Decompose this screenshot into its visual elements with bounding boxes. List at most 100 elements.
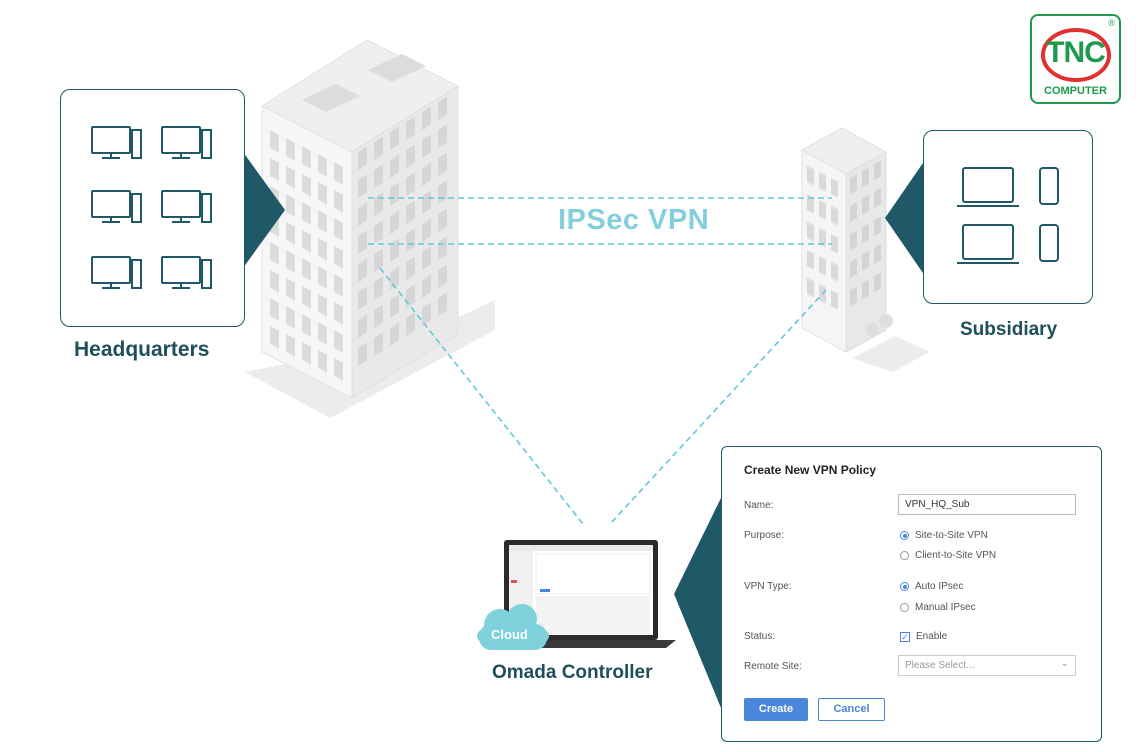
type-label: VPN Type:	[744, 581, 792, 592]
vpn-policy-form: Create New VPN Policy Name: VPN_HQ_Sub P…	[721, 446, 1102, 742]
window	[390, 154, 399, 178]
window	[819, 256, 826, 276]
window	[406, 312, 415, 336]
window	[334, 330, 343, 353]
status-label: Status:	[744, 631, 776, 642]
purpose-option-label: Site-to-Site VPN	[915, 530, 988, 541]
window	[390, 126, 399, 150]
status-checkbox[interactable]: ✓ Enable	[900, 631, 947, 642]
window	[390, 322, 399, 346]
window	[874, 160, 881, 180]
window	[334, 246, 343, 269]
window	[406, 284, 415, 308]
type-option-manual[interactable]: Manual IPsec	[900, 602, 976, 613]
window	[422, 302, 431, 326]
window	[862, 251, 869, 271]
window	[374, 276, 383, 300]
checkbox-checked-icon[interactable]: ✓	[900, 631, 910, 642]
cancel-button[interactable]: Cancel	[818, 698, 885, 721]
sub-callout-pointer	[885, 160, 925, 276]
window	[850, 286, 857, 306]
window	[374, 332, 383, 356]
logo-oval-icon	[1041, 28, 1111, 82]
window	[318, 154, 327, 177]
purpose-option-label: Client-to-Site VPN	[915, 550, 997, 561]
window	[438, 208, 447, 232]
subsidiary-building	[800, 127, 930, 372]
purpose-option-site[interactable]: Site-to-Site VPN	[900, 530, 988, 541]
window	[302, 342, 311, 365]
window	[358, 314, 367, 338]
window	[438, 124, 447, 148]
window	[334, 162, 343, 185]
window	[358, 286, 367, 310]
remote-site-select[interactable]: Please Select... ⌄	[898, 655, 1076, 676]
window	[406, 200, 415, 224]
window	[358, 342, 367, 366]
type-option-auto[interactable]: Auto IPsec	[900, 581, 963, 592]
radio-icon[interactable]	[900, 603, 909, 612]
window	[334, 190, 343, 213]
window	[422, 190, 431, 214]
window	[390, 182, 399, 206]
window	[286, 278, 295, 301]
window	[831, 206, 838, 226]
window	[850, 202, 857, 222]
window	[302, 314, 311, 337]
cloud-label: Cloud	[491, 627, 528, 642]
desktop-computer-icon	[91, 190, 142, 223]
status-value: Enable	[916, 631, 948, 642]
window	[807, 166, 814, 186]
window	[862, 167, 869, 187]
window	[374, 304, 383, 328]
radio-selected-icon[interactable]	[900, 582, 909, 591]
purpose-option-client[interactable]: Client-to-Site VPN	[900, 550, 996, 561]
radio-icon[interactable]	[900, 551, 909, 560]
sub-devices-callout	[923, 130, 1093, 304]
window	[318, 322, 327, 345]
window	[318, 350, 327, 373]
form-callout-pointer	[674, 498, 721, 708]
window	[318, 210, 327, 233]
window	[819, 172, 826, 192]
phone-device-icon	[1039, 167, 1059, 205]
window	[374, 220, 383, 244]
phone-device-icon	[1039, 224, 1059, 262]
window	[831, 290, 838, 310]
window	[406, 144, 415, 168]
window	[270, 158, 279, 181]
window	[850, 230, 857, 250]
window	[862, 195, 869, 215]
window	[358, 146, 367, 170]
radio-selected-icon[interactable]	[900, 531, 909, 540]
window	[334, 358, 343, 381]
remote-site-label: Remote Site:	[744, 661, 802, 672]
window	[406, 256, 415, 280]
window	[286, 250, 295, 273]
window	[374, 136, 383, 160]
laptop-device-icon	[957, 167, 1019, 207]
window	[807, 250, 814, 270]
window	[286, 334, 295, 357]
name-input[interactable]: VPN_HQ_Sub	[898, 494, 1076, 515]
window	[438, 96, 447, 120]
window	[831, 262, 838, 282]
window	[819, 228, 826, 248]
cloud-icon	[477, 604, 549, 650]
window	[831, 234, 838, 254]
desktop-computer-icon	[161, 256, 212, 289]
desktop-computer-icon	[91, 126, 142, 159]
create-button[interactable]: Create	[744, 698, 808, 721]
type-option-label: Auto IPsec	[915, 581, 964, 592]
desktop-computer-icon	[91, 256, 142, 289]
window	[438, 292, 447, 316]
window	[807, 194, 814, 214]
window	[874, 272, 881, 292]
laptop-device-icon	[957, 224, 1019, 264]
window	[302, 174, 311, 197]
window	[302, 258, 311, 281]
window	[422, 218, 431, 242]
window	[850, 174, 857, 194]
form-title: Create New VPN Policy	[744, 463, 877, 477]
hq-devices-callout	[60, 89, 245, 327]
